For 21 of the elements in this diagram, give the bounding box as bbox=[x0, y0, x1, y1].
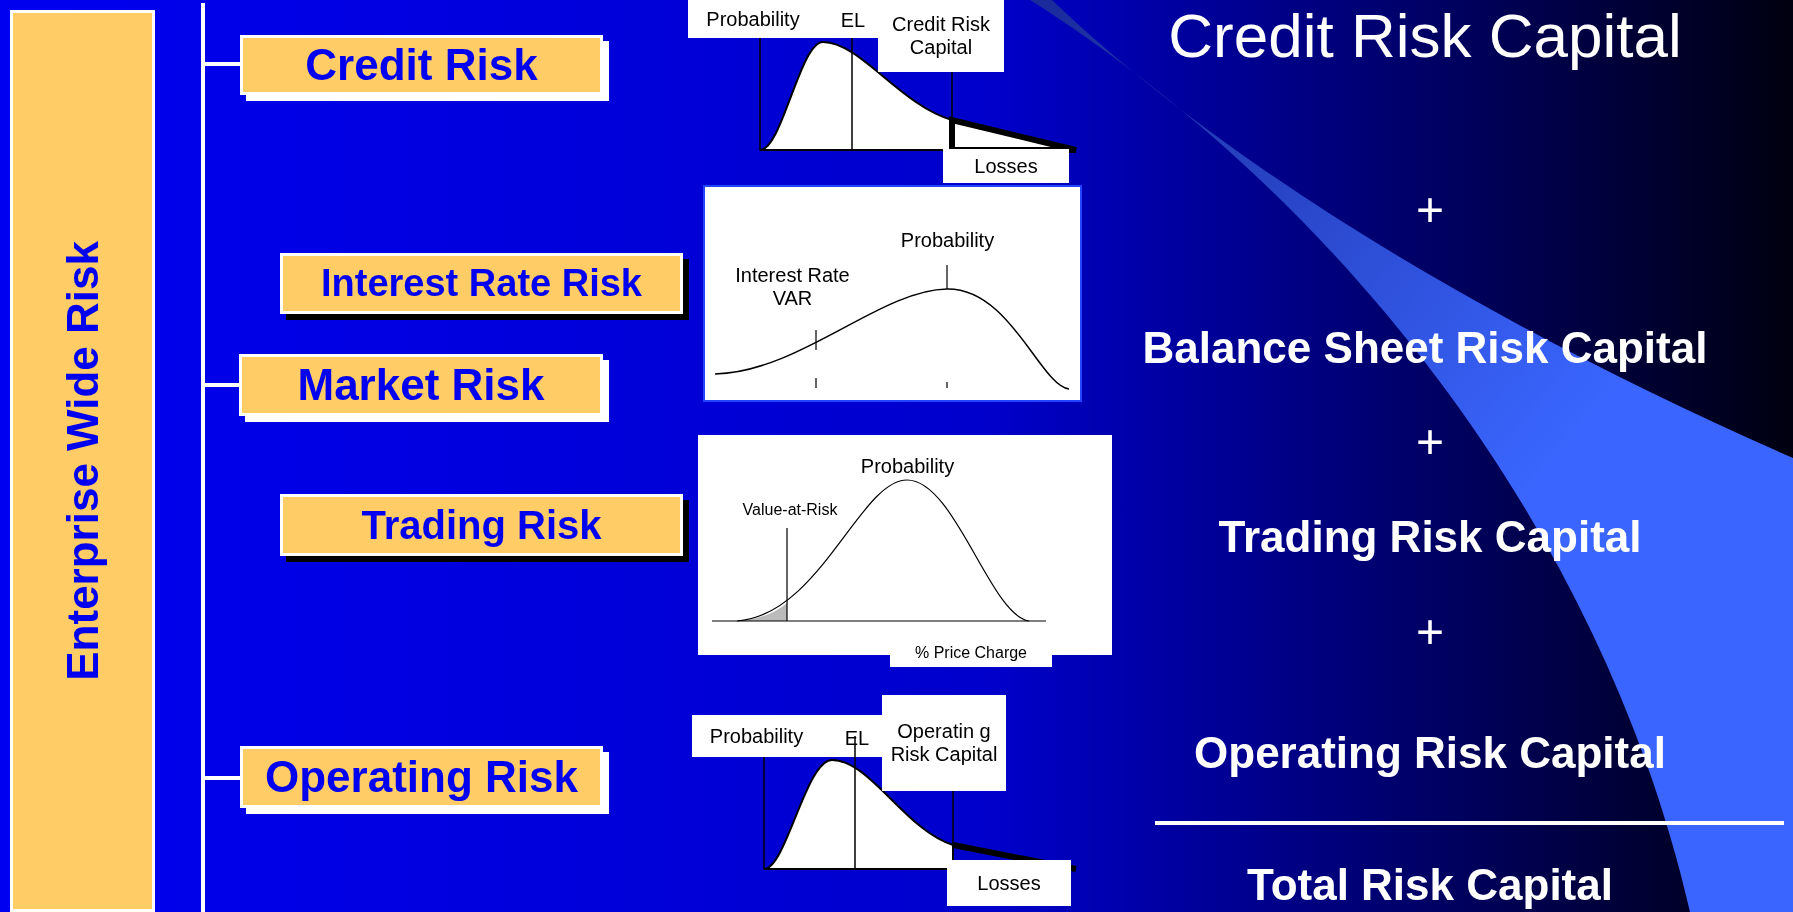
axis-label: Value-at-Risk bbox=[741, 499, 839, 520]
plus-sign: + bbox=[1415, 182, 1445, 239]
axis-label: Operatin g Risk Capital bbox=[882, 695, 1006, 791]
axis-label: Probability bbox=[859, 453, 956, 479]
axis-label: EL bbox=[839, 7, 867, 33]
axis-label: Probability bbox=[899, 227, 996, 253]
plus-sign: + bbox=[1415, 414, 1445, 470]
connector-line bbox=[203, 62, 240, 66]
connector-line bbox=[203, 383, 239, 387]
tree-trunk-line bbox=[201, 3, 205, 912]
axis-label: EL bbox=[843, 725, 871, 751]
total-heading: Total Risk Capital bbox=[1246, 858, 1614, 911]
connector-line bbox=[203, 776, 240, 780]
axis-label: Losses bbox=[943, 149, 1069, 183]
axis-label: Interest Rate VAR bbox=[734, 263, 851, 311]
category-box: Enterprise Wide Risk bbox=[10, 10, 155, 912]
axis-label: Credit Risk Capital bbox=[878, 0, 1004, 72]
axis-label: Losses bbox=[947, 860, 1071, 906]
capital-heading: Balance Sheet Risk Capital bbox=[1141, 322, 1709, 374]
plus-sign: + bbox=[1415, 604, 1445, 660]
heading: Credit Risk Capital bbox=[1167, 0, 1683, 72]
